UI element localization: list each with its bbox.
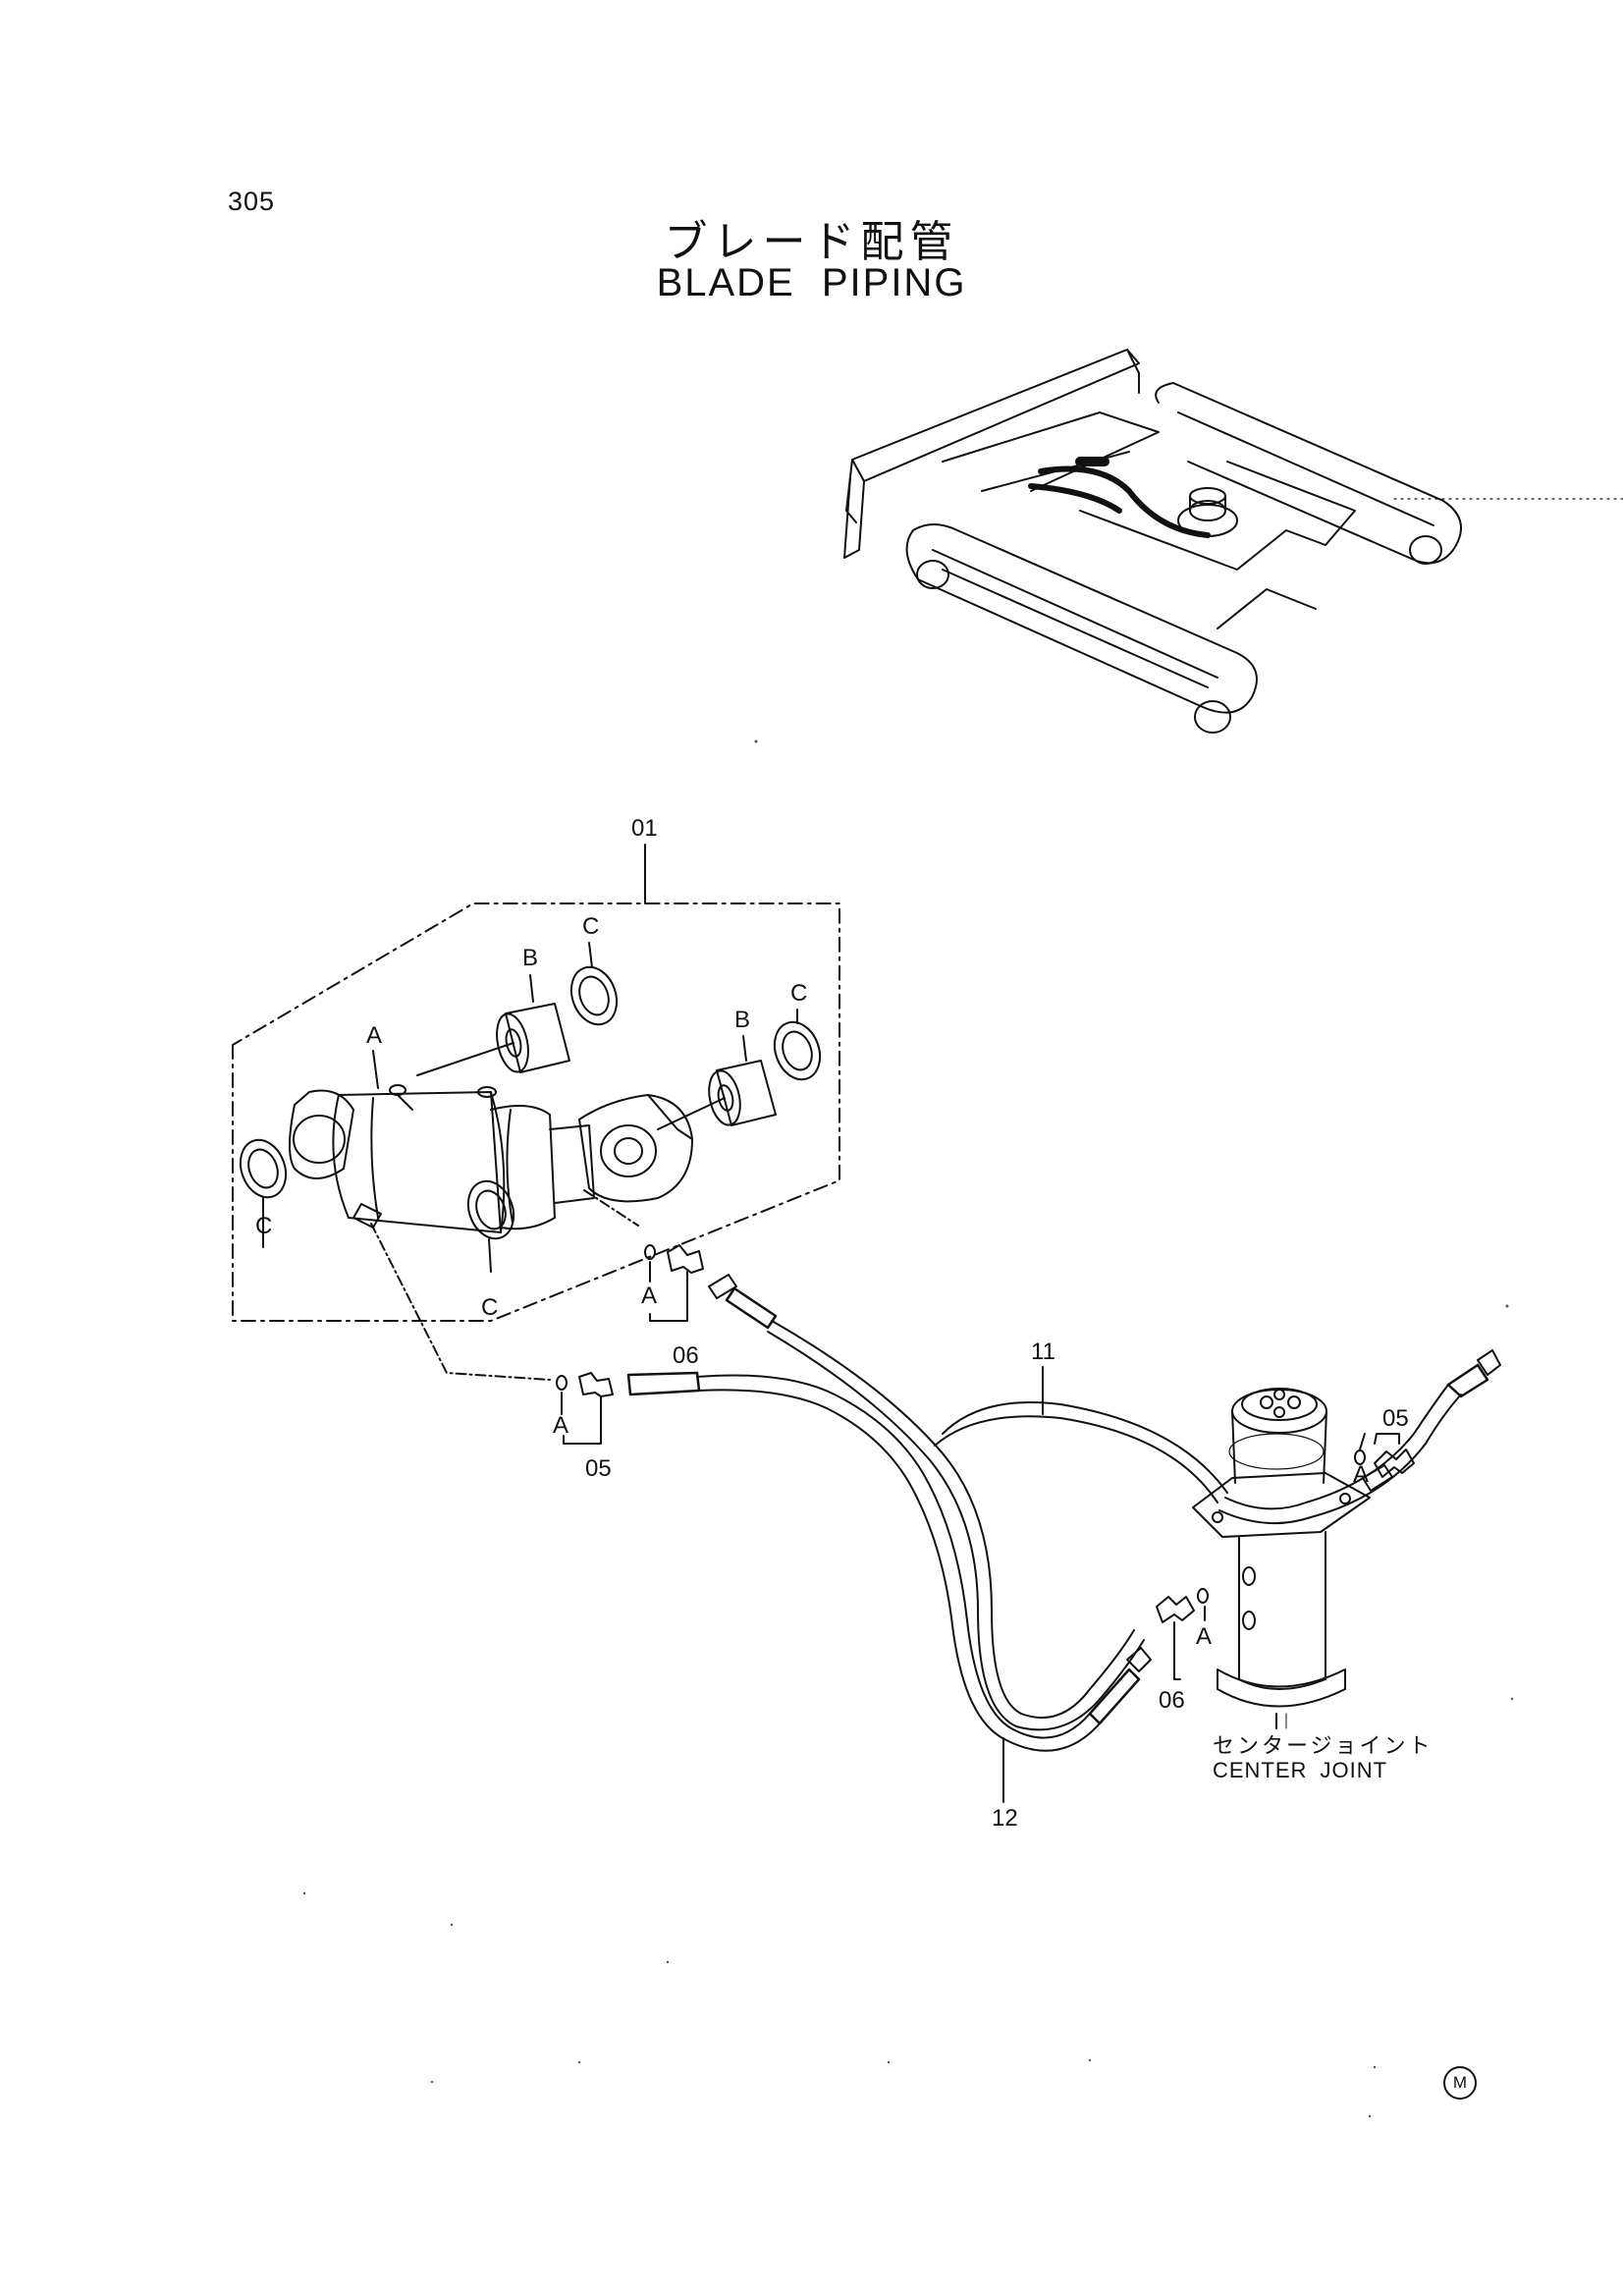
callout-12: 12 xyxy=(992,1805,1018,1831)
center-joint-label-jp: センタージョイント xyxy=(1213,1734,1434,1759)
callout-06-right: 06 xyxy=(1159,1687,1185,1714)
callout-a-top: A xyxy=(366,1022,383,1049)
page-title-jp: ブレード配管 xyxy=(664,217,959,267)
blade-cylinder xyxy=(289,1084,693,1233)
callout-06-left: 06 xyxy=(673,1342,699,1369)
callout-c-left-top: C xyxy=(582,913,600,940)
callout-05-left: 05 xyxy=(585,1455,612,1482)
callout-a-oring-06-right: A xyxy=(1196,1623,1213,1650)
callout-b-right: B xyxy=(734,1007,751,1033)
center-joint-label-en: CENTER JOINT xyxy=(1213,1758,1388,1782)
callout-c-right-top: C xyxy=(790,980,808,1007)
page-number: 305 xyxy=(228,187,276,216)
callout-a-oring-05: A xyxy=(553,1412,569,1439)
seals xyxy=(239,965,822,1240)
circled-m-mark: M xyxy=(1443,2066,1477,2100)
hose-11 xyxy=(708,1274,1501,1731)
fitting-06-right xyxy=(1156,1588,1209,1623)
callout-05-right: 05 xyxy=(1382,1405,1409,1432)
fitting-06-left xyxy=(644,1244,704,1283)
callout-a-oring-06: A xyxy=(641,1283,658,1309)
callout-01: 01 xyxy=(631,815,658,842)
undercarriage-overview xyxy=(843,349,1462,734)
center-joint-part xyxy=(1192,1388,1371,1729)
callout-c-center-bottom: C xyxy=(481,1294,499,1321)
hose-12 xyxy=(626,1371,1152,1752)
fitting-05-right xyxy=(1354,1433,1415,1478)
callout-a-oring-05-right: A xyxy=(1353,1461,1370,1488)
page-title-en: BLADE PIPING xyxy=(656,261,967,304)
fitting-05-left xyxy=(556,1372,614,1415)
callout-c-left-bottom: C xyxy=(255,1213,273,1239)
callout-b-left: B xyxy=(522,945,539,971)
bushing-left xyxy=(416,1003,570,1076)
callout-11: 11 xyxy=(1031,1339,1055,1365)
scan-specks xyxy=(302,739,1514,2118)
bushing-right xyxy=(657,1060,777,1130)
